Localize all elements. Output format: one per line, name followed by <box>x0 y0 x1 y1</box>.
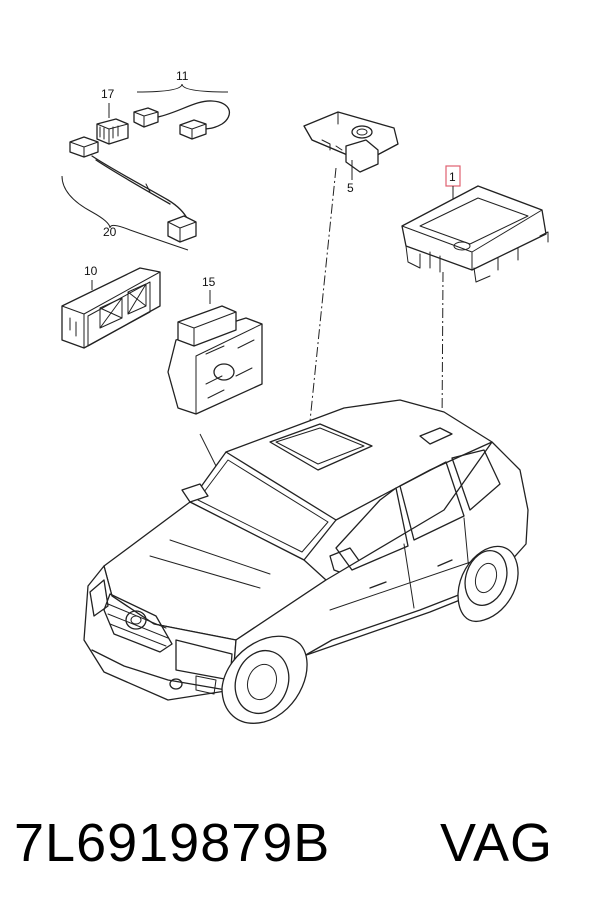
callout-15: 15 <box>202 275 216 289</box>
part-20-wiring-harness: 20 <box>61 136 197 251</box>
callout-20: 20 <box>103 225 117 239</box>
callout-5: 5 <box>347 181 354 195</box>
part-15-mounting-plate: 15 <box>167 275 263 415</box>
callout-11: 11 <box>176 69 189 83</box>
vehicle-suv-illustration <box>83 399 529 724</box>
callout-10: 10 <box>84 264 98 278</box>
part-11-adapter-cable: 11 <box>133 69 231 140</box>
part-5-sensor: 5 <box>303 111 399 195</box>
brand-label: VAG <box>440 813 554 873</box>
callout-1: 1 <box>449 170 456 184</box>
callout-17: 17 <box>101 87 115 101</box>
part-10-bracket: 10 <box>61 264 161 349</box>
part-1-control-unit: 1 <box>401 165 549 283</box>
part-17-connector: 17 <box>96 87 129 145</box>
part-number-label: 7L6919879B <box>14 813 331 873</box>
